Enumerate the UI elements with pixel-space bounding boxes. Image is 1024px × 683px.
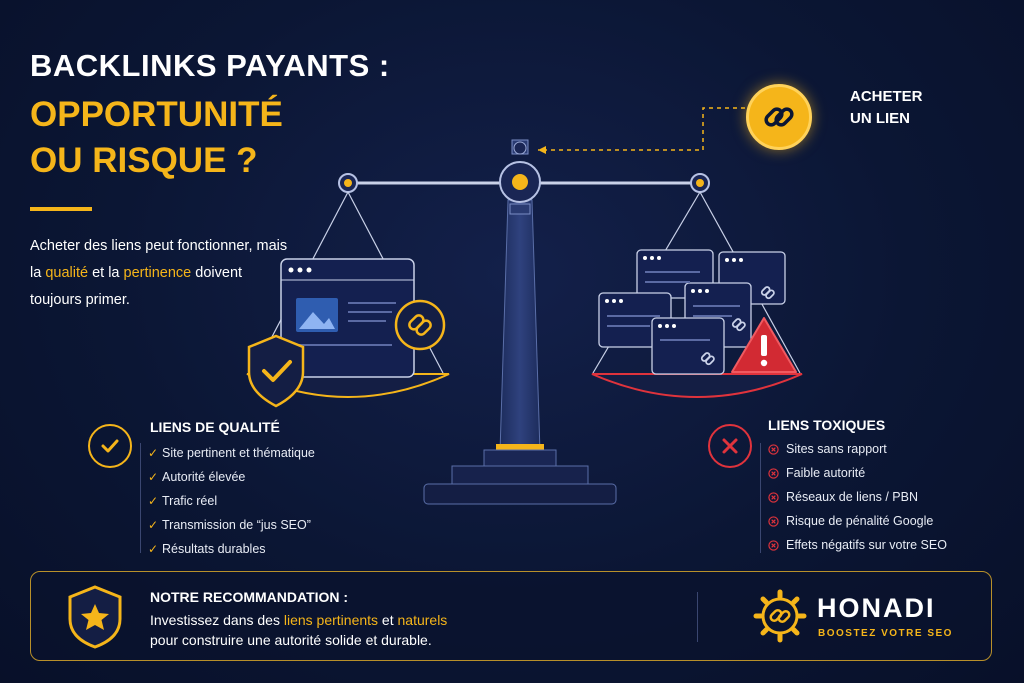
- dashed-connector: [538, 107, 745, 151]
- buy-link-label-line-1: ACHETER: [850, 88, 923, 105]
- list-item: ✓Transmission de “jus SEO”: [148, 513, 315, 537]
- brand-name: HONADI: [817, 593, 936, 623]
- list-item: ✓Site pertinent et thématique: [148, 441, 315, 465]
- title-divider: [30, 207, 92, 211]
- toxic-list-divider: [760, 443, 761, 553]
- check-icon: ✓: [148, 542, 159, 556]
- right-pan: [591, 373, 803, 398]
- cross-icon: [768, 515, 779, 527]
- cross-icon: [722, 438, 738, 454]
- base-accent: [496, 444, 544, 450]
- intro-part-2: et la: [88, 265, 124, 281]
- intro-highlight-relevance: pertinence: [123, 265, 192, 281]
- check-icon: [101, 439, 119, 453]
- recommendation-box: [30, 571, 992, 661]
- quality-list-title: LIENS DE QUALITÉ: [150, 419, 280, 435]
- intro-highlight-quality: qualité: [45, 265, 89, 281]
- recommendation-highlight-relevant: liens pertinents: [283, 612, 379, 628]
- list-item: ✓Résultats durables: [148, 537, 315, 561]
- list-item: ✓Trafic réel: [148, 489, 315, 513]
- intro-part-1: Acheter des liens peut fonctionner, mais…: [30, 238, 288, 281]
- brand-tagline: BOOSTEZ VOTRE SEO: [818, 628, 953, 639]
- quality-list-divider: [140, 443, 141, 553]
- list-item: Sites sans rapport: [766, 437, 947, 461]
- check-icon: ✓: [148, 494, 159, 508]
- chain-link-icon: [764, 107, 794, 127]
- buy-link-label-line-2: UN LIEN: [850, 110, 910, 127]
- title-line-2: OPPORTUNITÉ: [30, 95, 283, 134]
- recommendation-separator: [697, 592, 698, 642]
- title-line-1: BACKLINKS PAYANTS :: [30, 48, 390, 83]
- list-item: Réseaux de liens / PBN: [766, 485, 947, 509]
- chain-link-icon: [394, 299, 446, 351]
- cross-icon: [768, 539, 779, 551]
- toxic-cross-badge: [708, 424, 752, 468]
- buy-link-coin: [746, 84, 812, 150]
- intro-text: Acheter des liens peut fonctionner, mais…: [30, 233, 290, 314]
- list-item: Effets négatifs sur votre SEO: [766, 533, 947, 557]
- toxic-list-title: LIENS TOXIQUES: [768, 417, 886, 433]
- buy-link-label: ACHETER UN LIEN: [850, 86, 950, 130]
- check-icon: ✓: [148, 518, 159, 532]
- list-item: Risque de pénalité Google: [766, 509, 947, 533]
- gear-logo-icon: [753, 589, 807, 643]
- shield-check-icon: [247, 334, 305, 408]
- scale-post: [499, 199, 541, 453]
- title-highlight: OPPORTUNITÉ OU RISQUE ?: [30, 92, 390, 184]
- star-shield-icon: [68, 585, 122, 649]
- scale-base: [423, 483, 617, 505]
- title-line-3: OU RISQUE ?: [30, 141, 258, 180]
- cross-icon: [768, 443, 779, 455]
- recommendation-text: Investissez dans des liens pertinents et…: [150, 612, 448, 648]
- quality-list: ✓Site pertinent et thématique ✓Autorité …: [148, 441, 315, 561]
- quality-site-card: [280, 258, 415, 378]
- recommendation-title: NOTRE RECOMMANDATION :: [150, 589, 349, 605]
- check-icon: ✓: [148, 470, 159, 484]
- check-icon: ✓: [148, 446, 159, 460]
- cross-icon: [768, 467, 779, 479]
- cross-icon: [768, 491, 779, 503]
- quality-check-badge: [88, 424, 132, 468]
- list-item: Faible autorité: [766, 461, 947, 485]
- recommendation-highlight-natural: naturels: [397, 612, 448, 628]
- warning-icon: [731, 317, 797, 373]
- list-item: ✓Autorité élevée: [148, 465, 315, 489]
- toxic-list: Sites sans rapport Faible autorité Résea…: [766, 437, 947, 557]
- intro-part-3: doivent toujours primer.: [30, 265, 243, 308]
